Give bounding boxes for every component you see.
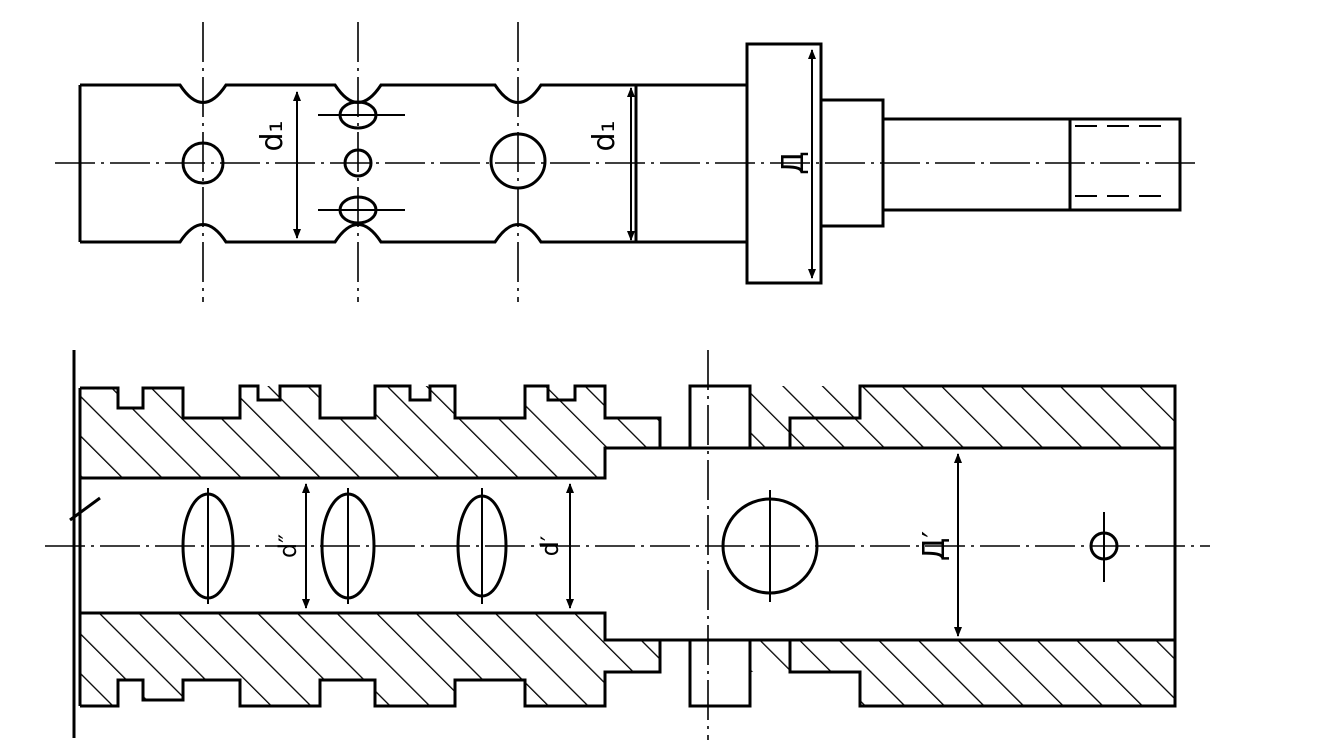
top-hole-2-center [343,148,373,178]
label-d1-left: d₁ [255,120,290,151]
top-shank [883,117,1182,212]
label-bore-d-prime: d′ [536,536,564,557]
section-upper-wall-hatch [80,386,660,478]
section-lower-right-hatch [750,640,1175,706]
label-flange-diameter: Д [776,151,811,174]
top-shoulder [819,98,885,228]
section-break-line [69,350,101,738]
label-bore-d-double: d″ [274,534,302,558]
top-hole-3 [489,132,547,190]
section-bore-top [80,446,1175,480]
top-hole-1 [181,141,225,185]
section-upper-right-top-hatch [860,386,1175,418]
label-d1-right: d₁ [587,120,622,151]
top-view: d₁ d₁ Д [55,22,1200,302]
section-view: d″ d′ Д′ [45,350,1210,740]
label-counterbore-diameter: Д′ [917,531,952,561]
section-upper-right-hatch [750,386,1175,448]
section-bore-bottom [80,611,1175,642]
section-lower-wall-hatch [80,613,660,706]
section-outer-top [80,384,1177,450]
